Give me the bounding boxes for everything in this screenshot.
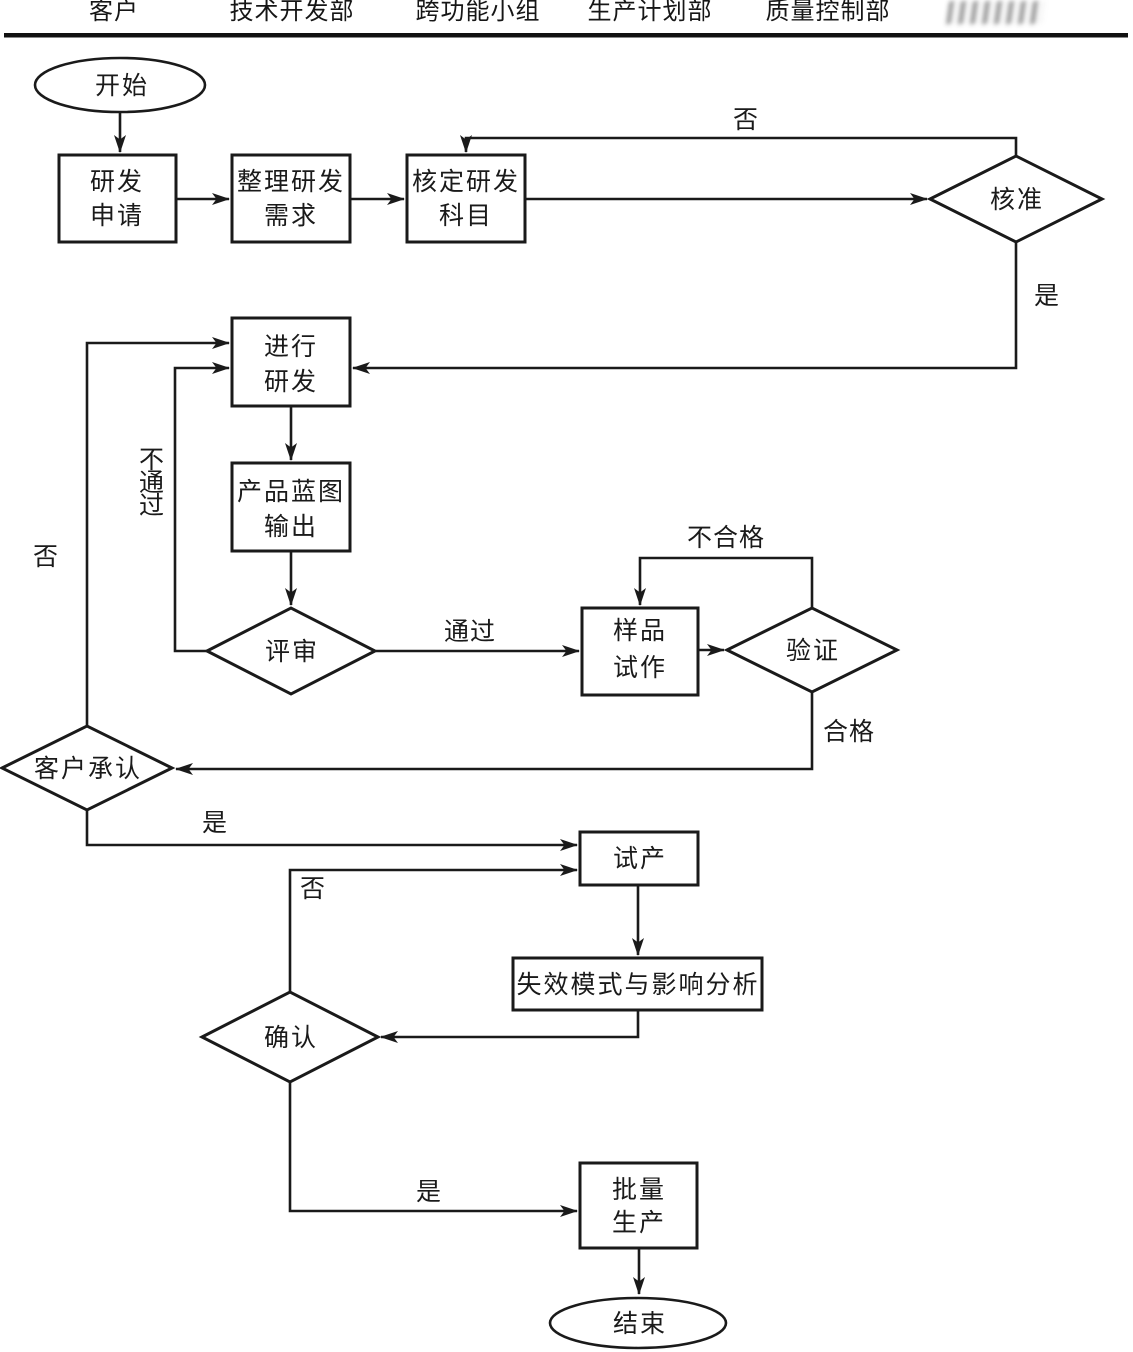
edge-fmea-to-confirm <box>380 1011 640 1043</box>
edge-customer-yes-to-trial <box>85 811 578 851</box>
lane-header-quality-control: 质量控制部 <box>765 0 891 25</box>
node-sample-trial: 样品 试作 <box>580 606 700 697</box>
verify-label: 验证 <box>786 637 840 665</box>
lane-header-customer: 客户 <box>89 0 139 25</box>
product-blueprint-output-box <box>230 461 352 553</box>
node-mass-production: 批量 生产 <box>578 1161 699 1250</box>
fmea-box <box>511 956 764 1012</box>
mass-production-line1: 批量 <box>612 1176 666 1204</box>
conduct-rd-box <box>230 316 352 408</box>
sample-trial-line2: 试作 <box>613 654 667 682</box>
edge-label-customer-no: 否 <box>33 544 59 571</box>
confirm-label: 确认 <box>264 1024 318 1052</box>
node-confirm: 确认 <box>198 990 382 1084</box>
edge-label-customer-yes: 是 <box>202 810 228 837</box>
edge-verify-fail-loop <box>634 556 814 607</box>
edge-confirm-no-loop <box>288 864 578 991</box>
edge-label-review-fail-char3: 过 <box>139 492 165 520</box>
edge-label-verify-pass: 合格 <box>823 718 875 746</box>
edge-labels: 否 是 通过 不 通 过 不合格 合格 否 是 否 是 <box>33 107 1060 1206</box>
node-customer-acknowledge: 客户承认 <box>0 724 176 812</box>
rd-application-line2: 申请 <box>90 202 144 230</box>
organize-rd-requirements-line1: 整理研发 <box>237 168 345 196</box>
header-divider <box>4 33 1128 38</box>
conduct-rd-line2: 研发 <box>264 368 318 396</box>
customer-acknowledge-diamond <box>0 724 176 812</box>
trial-production-label: 试产 <box>613 845 667 873</box>
verify-rd-subjects-line1: 核定研发 <box>412 168 520 196</box>
node-start: 开始 <box>33 56 207 114</box>
review-diamond <box>203 606 379 696</box>
product-blueprint-output-line1: 产品蓝图 <box>237 478 345 506</box>
edge-approve-no-loop <box>460 135 1018 155</box>
start-terminator-shape <box>33 56 207 114</box>
node-verify: 验证 <box>723 606 901 694</box>
rd-application-line1: 研发 <box>90 168 144 196</box>
end-label: 结束 <box>613 1310 667 1338</box>
edge-label-review-fail-char2: 通 <box>139 470 165 497</box>
edge-label-confirm-yes: 是 <box>416 1179 442 1206</box>
edge-review-fail-loop <box>173 362 230 653</box>
edge-label-review-fail-char1: 不 <box>139 447 165 474</box>
verify-rd-subjects-box <box>405 153 527 244</box>
confirm-diamond <box>198 990 382 1084</box>
approve-diamond <box>926 154 1106 244</box>
edge-customer-no-loop <box>85 337 230 725</box>
edge-confirm-yes-to-mass <box>288 1083 578 1217</box>
node-verify-rd-subjects: 核定研发 科目 <box>405 153 527 244</box>
rd-application-box <box>57 153 178 244</box>
edge-label-review-pass: 通过 <box>444 618 496 646</box>
edge-verify-pass-to-customer <box>175 693 814 775</box>
conduct-rd-line1: 进行 <box>264 333 318 361</box>
node-organize-rd-requirements: 整理研发 需求 <box>230 153 352 244</box>
node-trial-production: 试产 <box>578 830 700 887</box>
sample-trial-line1: 样品 <box>613 617 667 645</box>
organize-rd-requirements-line2: 需求 <box>264 202 318 230</box>
edge-label-confirm-no: 否 <box>300 876 326 903</box>
node-approve: 核准 <box>926 154 1106 244</box>
edge-label-approve-no: 否 <box>733 107 759 134</box>
mass-production-line2: 生产 <box>612 1209 666 1237</box>
lane-header-crossfunctional-team: 跨功能小组 <box>415 0 541 25</box>
approve-label: 核准 <box>990 186 1044 214</box>
end-terminator-shape <box>548 1296 728 1350</box>
organize-rd-requirements-box <box>230 153 352 244</box>
trial-production-box <box>578 830 700 887</box>
mass-production-box <box>578 1161 699 1250</box>
customer-acknowledge-label: 客户承认 <box>34 755 142 783</box>
sample-trial-box <box>580 606 700 697</box>
edge-approve-yes-to-conduct-rd <box>352 243 1018 374</box>
product-blueprint-output-line2: 输出 <box>264 513 318 541</box>
verify-diamond <box>723 606 901 694</box>
lane-header-row: 客户 技术开发部 跨功能小组 生产计划部 质量控制部 <box>0 0 1133 34</box>
node-end: 结束 <box>548 1296 728 1350</box>
lane-header-production-planning: 生产计划部 <box>587 0 713 25</box>
node-fmea: 失效模式与影响分析 <box>511 956 764 1012</box>
start-label: 开始 <box>95 72 149 100</box>
node-rd-application: 研发 申请 <box>57 153 178 244</box>
review-label: 评审 <box>265 638 319 666</box>
lane-header-tech-development: 技术开发部 <box>229 0 355 25</box>
edge-label-verify-fail: 不合格 <box>687 524 765 552</box>
node-review: 评审 <box>203 606 379 696</box>
node-conduct-rd: 进行 研发 <box>230 316 352 408</box>
node-product-blueprint-output: 产品蓝图 输出 <box>230 461 352 553</box>
edges <box>85 113 1018 1295</box>
verify-rd-subjects-line2: 科目 <box>439 202 493 230</box>
edge-label-approve-yes: 是 <box>1034 283 1060 310</box>
fmea-label: 失效模式与影响分析 <box>516 971 759 999</box>
